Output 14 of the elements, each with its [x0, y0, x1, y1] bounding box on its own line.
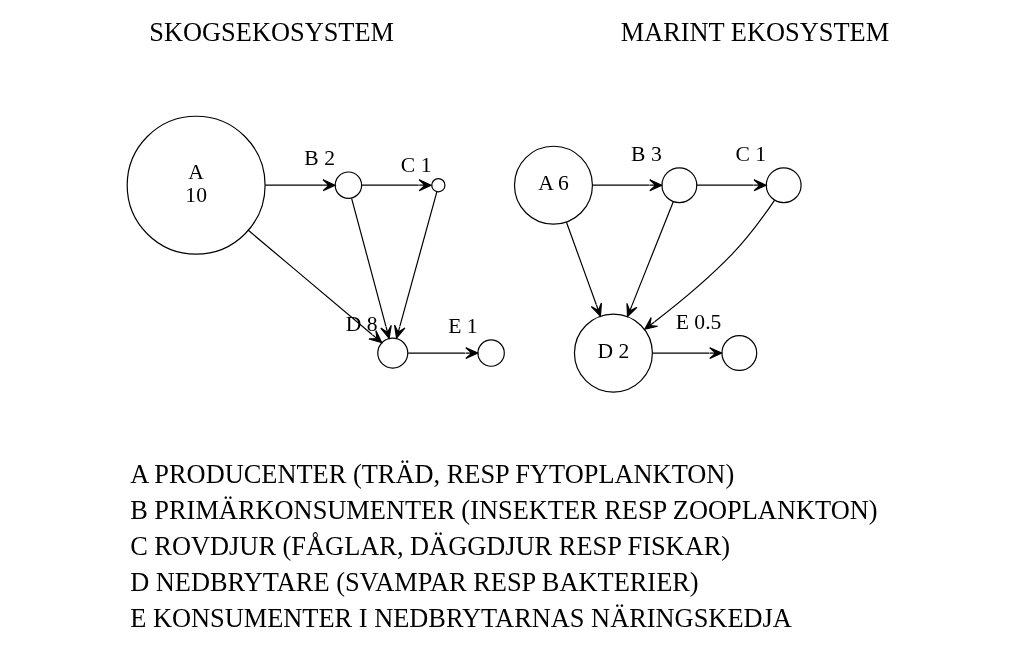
node-label: C 1 — [735, 142, 766, 167]
label: C ROVDJUR (FÅGLAR, DÄGGDJUR RESP FISKAR) — [130, 530, 731, 561]
label: B PRIMÄRKONSUMENTER (INSEKTER RESP ZOOPLANKTON) — [130, 494, 878, 525]
label: E KONSUMENTER I NEDBRYTARNAS NÄRINGSKEDJA — [130, 602, 792, 633]
node-label: C 1 — [400, 152, 432, 177]
label: D NEDBRYTARE (SVAMPAR RESP BAKTERIER) — [130, 566, 699, 597]
node-label: E 1 — [448, 314, 478, 339]
node-label: B 2 — [304, 146, 335, 171]
label: MARINT EKOSYSTEM — [620, 17, 890, 48]
label: SKOGSEKOSYSTEM — [149, 17, 395, 48]
node-label: E 0.5 — [675, 309, 722, 334]
label: A PRODUCENTER (TRÄD, RESP FYTOPLANKTON) — [130, 458, 735, 489]
node-label: D 8 — [345, 312, 378, 337]
node-label: B 3 — [631, 142, 662, 167]
